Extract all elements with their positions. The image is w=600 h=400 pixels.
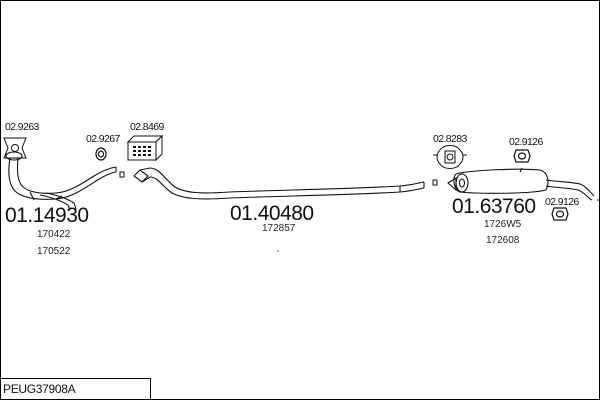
part-number: 01.14930 [5, 204, 89, 227]
oe-number: 170522 [37, 246, 71, 257]
ref-label: 02.9263 [5, 121, 39, 133]
oe-number: 1726W5 [484, 219, 522, 230]
ref-label: 02.9267 [86, 133, 120, 145]
ref-label: 02.8283 [433, 133, 467, 145]
ref-label: 02.9126 [509, 136, 543, 148]
rear-silencer-drawing [447, 167, 595, 201]
mounting-kit-icon [126, 134, 164, 162]
part-number: 01.63760 [452, 195, 536, 218]
clamp-icon [119, 171, 125, 178]
kit-code: PEUG37908A [3, 382, 76, 396]
oe-number: 172608 [486, 235, 520, 246]
ref-label: 02.9126 [545, 196, 579, 208]
middle-pipe-drawing [133, 167, 425, 200]
part-number: 01.40480 [230, 202, 314, 225]
ref-label: 02.8469 [130, 121, 164, 133]
rubber-mount-icon-2 [551, 207, 569, 221]
kit-code-box: PEUG37908A [0, 378, 151, 399]
oe-number: 172857 [262, 223, 296, 234]
clamp-icon-2 [432, 179, 438, 186]
dot-mark [277, 250, 279, 252]
ring-icon [95, 147, 107, 161]
oe-number: 170422 [37, 229, 71, 240]
gasket-icon [3, 137, 27, 159]
hanger-icon [433, 145, 467, 169]
rubber-mount-icon [513, 149, 531, 163]
front-pipe-drawing [5, 151, 117, 211]
edge-mark [597, 199, 599, 201]
